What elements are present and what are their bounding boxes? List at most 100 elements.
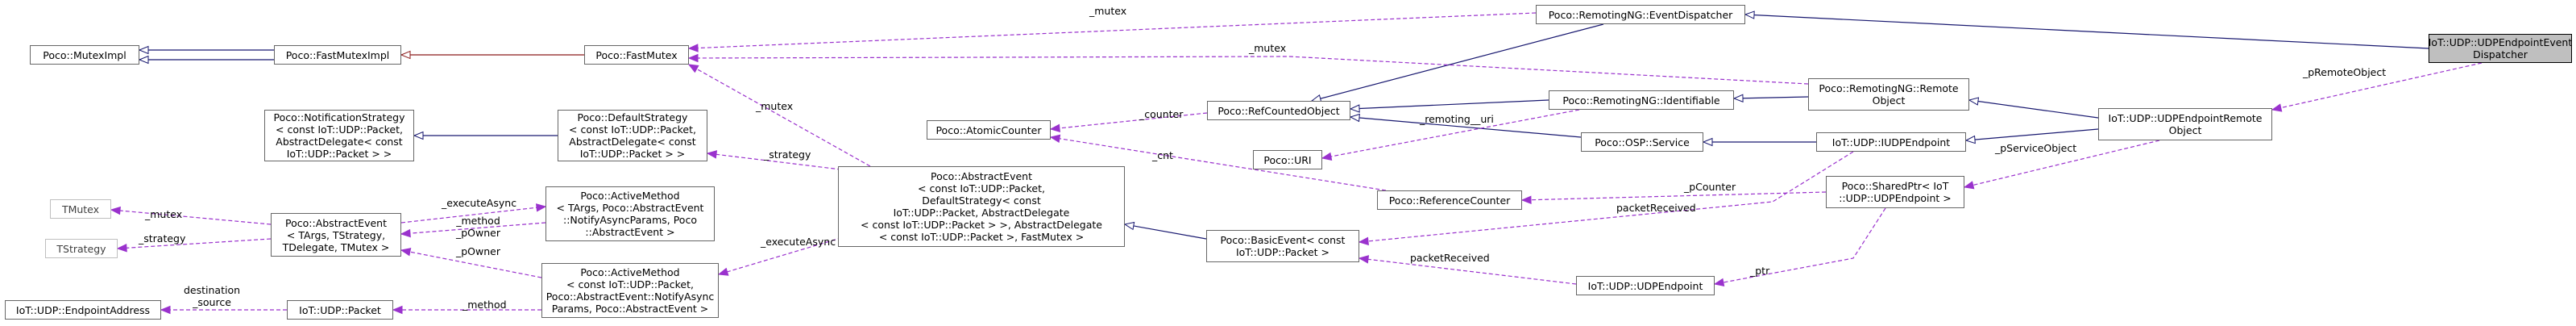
edge-use-mutex-top	[687, 12, 1537, 52]
node-tmutex[interactable]: TMutex	[50, 199, 111, 219]
node-active-method-udp[interactable]: Poco::ActiveMethod < const IoT::UDP::Pac…	[541, 263, 719, 318]
edge-inherit-iudp-service	[1702, 137, 1816, 147]
edge-label-p-service-object: _pServiceObject	[1995, 142, 2077, 154]
node-udp-endpoint-event-dispatcher-label: IoT::UDP::UDPEndpointEvent Dispatcher	[2429, 36, 2572, 61]
node-endpoint-address-label: IoT::UDP::EndpointAddress	[15, 303, 151, 316]
node-udp-packet[interactable]: IoT::UDP::Packet	[287, 300, 393, 320]
node-udp-packet-label: IoT::UDP::Packet	[299, 303, 381, 316]
node-reference-counter[interactable]: Poco::ReferenceCounter	[1377, 190, 1522, 210]
edge-use-executeasync-top	[400, 203, 547, 224]
edge-use-counter	[1049, 112, 1208, 133]
edge-use-method-bottom	[392, 305, 541, 315]
edge-use-packet-received-top	[1358, 151, 1854, 246]
edge-inherit-basic-abstract	[1123, 221, 1207, 240]
edge-label-counter: _counter	[1139, 108, 1184, 120]
edge-label-ptr: _ptr	[1750, 265, 1770, 277]
node-poco-uri-label: Poco::URI	[1263, 153, 1312, 166]
edge-use-destination-source	[160, 305, 287, 315]
node-default-strategy[interactable]: Poco::DefaultStrategy < const IoT::UDP::…	[558, 110, 707, 161]
edge-label-execute-async-top: _executeAsync	[442, 197, 517, 209]
node-osp-service-label: Poco::OSP::Service	[1595, 136, 1690, 148]
edge-label-packet-received-bottom: packetReceived	[1410, 252, 1490, 264]
node-osp-service[interactable]: Poco::OSP::Service	[1581, 132, 1703, 152]
node-atomic-counter-label: Poco::AtomicCounter	[935, 123, 1042, 136]
node-abstract-event-generic-label: Poco::AbstractEvent < TArgs, TStrategy, …	[282, 216, 390, 253]
edge-use-packet-received-bottom	[1358, 255, 1577, 285]
edge-use-mutex-abstract	[687, 64, 871, 167]
edge-use-remoting-uri	[1321, 109, 1580, 161]
node-shared-ptr-label: Poco::SharedPtr< IoT ::UDP::UDPEndpoint …	[1839, 180, 1952, 204]
edge-use-strategy-generic	[116, 238, 272, 253]
node-identifiable-label: Poco::RemotingNG::Identifiable	[1562, 94, 1720, 107]
node-udp-endpoint-event-dispatcher[interactable]: IoT::UDP::UDPEndpointEvent Dispatcher	[2429, 34, 2572, 63]
edge-inherit-fastmutex-fastmuteximpl	[400, 50, 584, 60]
edge-use-p-service-object	[1963, 140, 2160, 190]
edge-use-ptr	[1713, 207, 1886, 287]
edge-inherit-fastmuteximpl-muteximpl	[138, 45, 274, 55]
edge-label-method-powner: _method _pOwner	[456, 215, 500, 239]
edge-label-packet-received-top: packetReceived	[1616, 202, 1696, 214]
node-ref-counted-object-label: Poco::RefCountedObject	[1217, 104, 1340, 117]
edge-inherit-identifiable-refcounted	[1349, 99, 1549, 113]
edge-use-executeasync-bottom	[717, 233, 855, 276]
node-udp-endpoint-remote-object-label: IoT::UDP::UDPEndpointRemote Object	[2108, 112, 2263, 136]
node-default-strategy-label: Poco::DefaultStrategy < const IoT::UDP::…	[569, 111, 696, 160]
edge-label-strategy-generic: _strategy	[139, 232, 186, 245]
node-mutex-impl[interactable]: Poco::MutexImpl	[30, 45, 139, 65]
node-identifiable[interactable]: Poco::RemotingNG::Identifiable	[1549, 90, 1734, 110]
edge-label-strategy-default: _strategy	[764, 148, 811, 161]
edge-use-mutex-remote	[687, 53, 1809, 85]
node-abstract-event-udp-label: Poco::AbstractEvent < const IoT::UDP::Pa…	[861, 170, 1102, 243]
node-ref-counted-object[interactable]: Poco::RefCountedObject	[1207, 101, 1350, 120]
edge-label-p-remote-object: _pRemoteObject	[2303, 66, 2387, 78]
node-endpoint-address[interactable]: IoT::UDP::EndpointAddress	[5, 300, 161, 320]
edge-inherit-uepro-iudp	[1964, 128, 2099, 144]
node-active-method-notify[interactable]: Poco::ActiveMethod < TArgs, Poco::Abstra…	[545, 186, 715, 241]
node-tstrategy[interactable]: TStrategy	[45, 239, 118, 258]
node-poco-uri[interactable]: Poco::URI	[1253, 150, 1322, 169]
edge-label-mutex-top: _mutex	[1089, 5, 1127, 17]
node-udp-endpoint[interactable]: IoT::UDP::UDPEndpoint	[1576, 276, 1715, 295]
node-abstract-event-generic[interactable]: Poco::AbstractEvent < TArgs, TStrategy, …	[271, 213, 401, 257]
node-abstract-event-udp[interactable]: Poco::AbstractEvent < const IoT::UDP::Pa…	[838, 166, 1125, 247]
node-tstrategy-label: TStrategy	[56, 242, 106, 255]
node-shared-ptr[interactable]: Poco::SharedPtr< IoT ::UDP::UDPEndpoint …	[1826, 176, 1964, 208]
edge-inherit-service-refcounted	[1349, 113, 1582, 138]
node-atomic-counter[interactable]: Poco::AtomicCounter	[927, 120, 1051, 140]
node-active-method-udp-label: Poco::ActiveMethod < const IoT::UDP::Pac…	[545, 266, 715, 315]
edge-use-mutex-generic	[110, 206, 272, 225]
edge-inherit-uepro-remote	[1968, 97, 2099, 119]
node-active-method-notify-label: Poco::ActiveMethod < TArgs, Poco::Abstra…	[556, 190, 704, 238]
node-udp-endpoint-remote-object[interactable]: IoT::UDP::UDPEndpointRemote Object	[2098, 108, 2272, 140]
edge-inherit-eventdispatcher-refcounted	[1310, 23, 1604, 103]
edge-use-method-powner	[400, 222, 546, 238]
node-basic-event-label: Poco::BasicEvent< const IoT::UDP::Packet…	[1220, 234, 1346, 258]
edge-label-powner: _pOwner	[456, 245, 500, 257]
node-remote-object-label: Poco::RemotingNG::Remote Object	[1819, 82, 1959, 107]
edge-label-remoting-uri: _remoting__uri	[1420, 113, 1494, 125]
edge-label-execute-async-bottom: _executeAsync	[761, 236, 836, 248]
node-tmutex-label: TMutex	[61, 203, 100, 215]
node-fast-mutex-impl[interactable]: Poco::FastMutexImpl	[274, 45, 401, 65]
node-remote-object[interactable]: Poco::RemotingNG::Remote Object	[1808, 78, 1969, 111]
node-fast-mutex-impl-label: Poco::FastMutexImpl	[285, 48, 390, 61]
edge-label-p-counter: _pCounter	[1684, 181, 1736, 193]
edge-label-mutex-abstract: _mutex	[756, 100, 794, 112]
node-notification-strategy[interactable]: Poco::NotificationStrategy < const IoT::…	[264, 110, 414, 161]
edge-use-p-counter	[1520, 191, 1827, 204]
node-reference-counter-label: Poco::ReferenceCounter	[1388, 194, 1511, 207]
node-notification-strategy-label: Poco::NotificationStrategy < const IoT::…	[273, 111, 405, 160]
edge-label-mutex-remote: _mutex	[1249, 42, 1287, 54]
node-fast-mutex[interactable]: Poco::FastMutex	[584, 45, 689, 65]
edge-use-powner	[400, 248, 542, 278]
node-fast-mutex-label: Poco::FastMutex	[595, 48, 678, 61]
node-basic-event[interactable]: Poco::BasicEvent< const IoT::UDP::Packet…	[1206, 230, 1359, 262]
edge-inherit-fastmuteximpl-muteximpl-2	[138, 55, 274, 65]
node-event-dispatcher[interactable]: Poco::RemotingNG::EventDispatcher	[1536, 5, 1745, 24]
edge-use-strategy-default	[706, 150, 855, 172]
edge-inherit-default-notification	[413, 131, 558, 140]
node-iudp-endpoint-label: IoT::UDP::IUDPEndpoint	[1831, 136, 1951, 148]
edge-label-cnt: _cnt	[1152, 149, 1173, 161]
node-iudp-endpoint[interactable]: IoT::UDP::IUDPEndpoint	[1816, 132, 1966, 152]
